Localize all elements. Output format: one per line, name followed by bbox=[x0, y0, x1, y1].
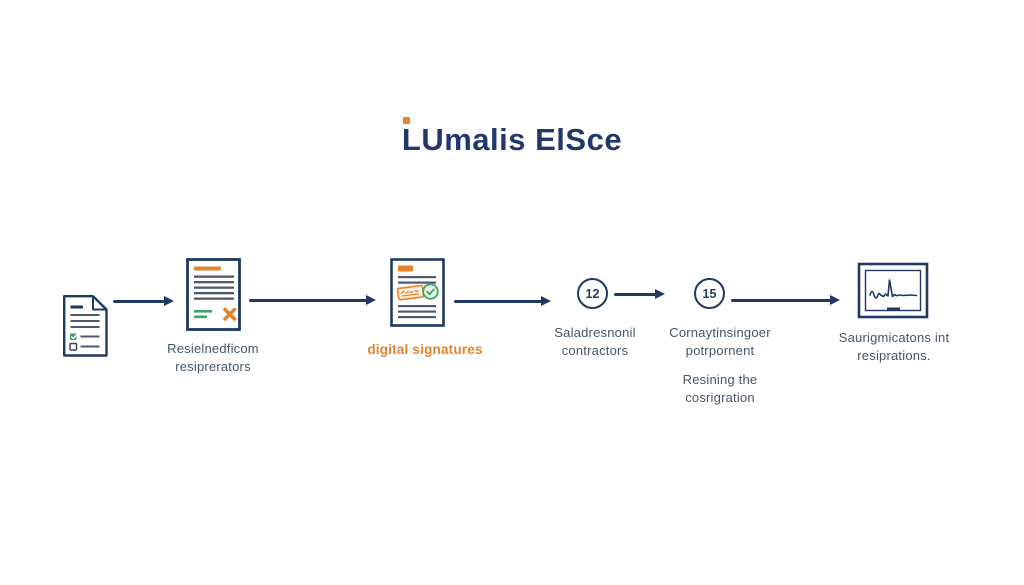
document-checklist-icon bbox=[63, 295, 108, 357]
signature-display-node bbox=[857, 262, 930, 325]
digital-signatures-label: digital signatures bbox=[367, 342, 483, 357]
rejected-x-icon bbox=[223, 307, 237, 321]
signature-display-label: Saurigmicatons int resiprations. bbox=[838, 330, 950, 363]
flow-arrow-2 bbox=[249, 299, 367, 302]
step-15-sublabel: Resining the cosrigration bbox=[682, 372, 758, 405]
checked-checkbox-icon bbox=[70, 333, 77, 340]
document-stamped-icon bbox=[390, 258, 445, 327]
logo-dot bbox=[402, 117, 410, 124]
source-document-node bbox=[62, 294, 109, 363]
screen-home-bar bbox=[887, 307, 900, 311]
document-rejected-icon bbox=[186, 258, 241, 331]
flow-arrow-5 bbox=[731, 299, 831, 302]
signature-waveform bbox=[869, 279, 918, 299]
empty-checkbox-icon bbox=[69, 342, 78, 351]
flow-arrow-1 bbox=[113, 300, 165, 303]
step-12-number: 12 bbox=[585, 286, 600, 301]
step-12-badge: 12 bbox=[577, 278, 608, 309]
step-12-label: Saladresnonil contractors bbox=[554, 325, 636, 358]
step-15-badge: 15 bbox=[694, 278, 725, 309]
flow-arrow-4 bbox=[614, 293, 656, 296]
signature-screen-icon bbox=[857, 262, 929, 319]
reviewed-document-node bbox=[185, 257, 242, 337]
approval-stamp-icon bbox=[396, 284, 425, 301]
logo-rest: Umalis ElSce bbox=[421, 122, 623, 157]
step-15-label: Cornaytinsingoer potrpornent bbox=[669, 325, 771, 358]
logo-first-letter: L bbox=[401, 122, 422, 157]
step-15-number: 15 bbox=[702, 286, 717, 301]
digital-signatures-node bbox=[389, 257, 446, 333]
flow-arrow-3 bbox=[454, 300, 542, 303]
reviewed-document-label: Resielnedficom resiprerators bbox=[167, 341, 259, 374]
page-title: LUmalis ElSce bbox=[0, 117, 1024, 158]
approved-check-icon bbox=[422, 283, 439, 300]
